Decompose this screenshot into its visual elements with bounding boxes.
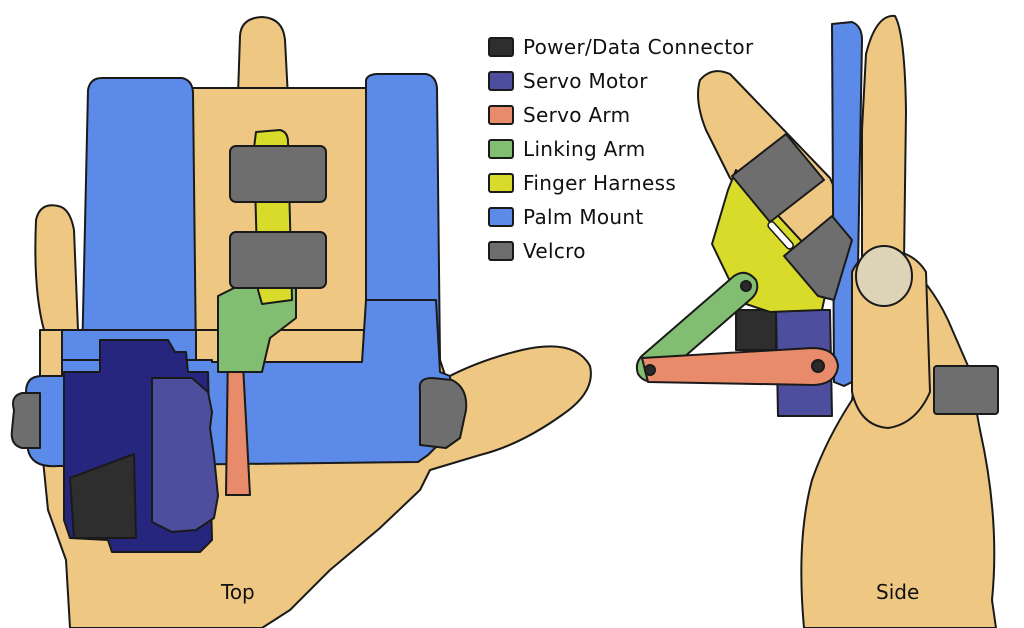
legend-label: Velcro (523, 239, 586, 263)
velcro-straps-top (10, 145, 468, 449)
legend-swatch (488, 207, 514, 227)
legend-item-finger-harness: Finger Harness (488, 166, 753, 200)
legend-item-linking-arm: Linking Arm (488, 132, 753, 166)
legend-label: Power/Data Connector (523, 35, 754, 59)
legend-item-power-data-connector: Power/Data Connector (488, 30, 753, 64)
top-view (10, 16, 592, 628)
top-view-label: Top (221, 580, 255, 604)
legend-swatch (488, 241, 514, 261)
legend-swatch (488, 105, 514, 125)
legend-label: Palm Mount (523, 205, 644, 229)
side-view (635, 14, 999, 628)
legend-swatch (488, 37, 514, 57)
legend-swatch (488, 173, 514, 193)
pivot-pins-side (644, 280, 825, 376)
legend-item-servo-motor: Servo Motor (488, 64, 753, 98)
legend-label: Linking Arm (523, 137, 646, 161)
power-data-connector-top (69, 453, 137, 539)
side-view-label: Side (876, 580, 920, 604)
legend-item-velcro: Velcro (488, 234, 753, 268)
power-data-connector-side (735, 309, 777, 351)
legend-label: Servo Motor (523, 69, 648, 93)
legend-swatch (488, 139, 514, 159)
legend-label: Servo Arm (523, 103, 631, 127)
legend-item-servo-arm: Servo Arm (488, 98, 753, 132)
legend-label: Finger Harness (523, 171, 677, 195)
thumbnail-side (855, 245, 913, 307)
servo-arm-side (641, 347, 839, 386)
legend: Power/Data Connector Servo Motor Servo A… (488, 30, 753, 268)
velcro-ring-side (933, 365, 999, 415)
legend-item-palm-mount: Palm Mount (488, 200, 753, 234)
velcro-straps-side (731, 133, 853, 301)
legend-swatch (488, 71, 514, 91)
